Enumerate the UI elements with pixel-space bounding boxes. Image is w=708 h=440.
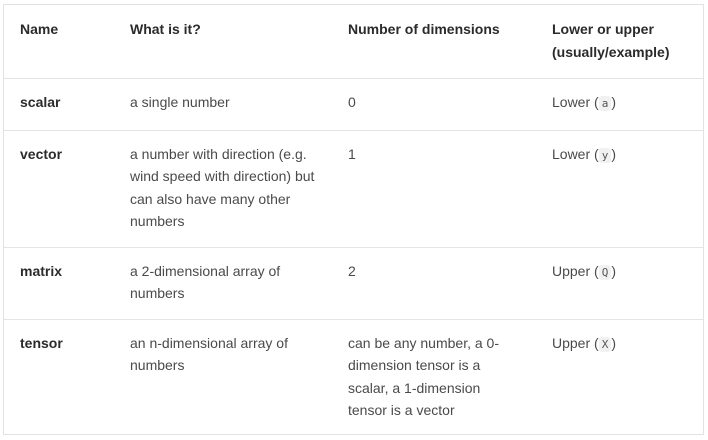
cell-dimensions: 2	[332, 247, 536, 320]
tensor-terms-table-container: Name What is it? Number of dimensions Lo…	[3, 4, 704, 435]
tensor-terms-table: Name What is it? Number of dimensions Lo…	[4, 5, 703, 436]
cell-dimensions: 1	[332, 130, 536, 248]
table-row-vector: vector a number with direction (e.g. win…	[4, 130, 703, 248]
example-code: a	[598, 96, 612, 111]
example-code: X	[598, 336, 612, 352]
header-what-is-it: What is it?	[114, 5, 332, 79]
header-number-of-dimensions: Number of dimensions	[332, 5, 536, 79]
example-code: y	[598, 147, 612, 163]
header-lower-or-upper: Lower or upper (usually/example)	[536, 5, 703, 79]
table-row-scalar: scalar a single number 0 Lower (a)	[4, 78, 703, 131]
cell-description: a 2-dimensional array of numbers	[114, 247, 332, 320]
cell-dimensions: 0	[332, 78, 536, 131]
cell-case: Lower (a)	[536, 78, 703, 131]
cell-description: an n-dimensional array of numbers	[130, 334, 288, 374]
cell-name: scalar	[4, 78, 114, 131]
cell-dimensions: can be any number, a 0-dimension tensor …	[348, 334, 499, 419]
case-label: Lower	[552, 94, 591, 110]
cell-name: tensor	[20, 334, 63, 351]
cell-case: Upper (Q)	[536, 247, 703, 320]
cell-description: a single number	[114, 78, 332, 131]
cell-description: a number with direction (e.g. wind speed…	[114, 130, 332, 248]
example-code: Q	[598, 264, 612, 280]
cell-case: Lower (y)	[536, 130, 703, 248]
case-label: Upper	[552, 334, 591, 351]
cell-name: matrix	[4, 247, 114, 320]
table-row-tensor: tensor an n-dimensional array of numbers…	[4, 319, 703, 436]
case-label: Upper	[552, 262, 591, 279]
table-header-row: Name What is it? Number of dimensions Lo…	[4, 5, 703, 79]
cell-name: vector	[4, 130, 114, 248]
case-label: Lower	[552, 145, 591, 162]
header-name: Name	[4, 5, 114, 79]
cell-case: Upper (X)	[552, 334, 616, 352]
table-row-matrix: matrix a 2-dimensional array of numbers …	[4, 247, 703, 320]
